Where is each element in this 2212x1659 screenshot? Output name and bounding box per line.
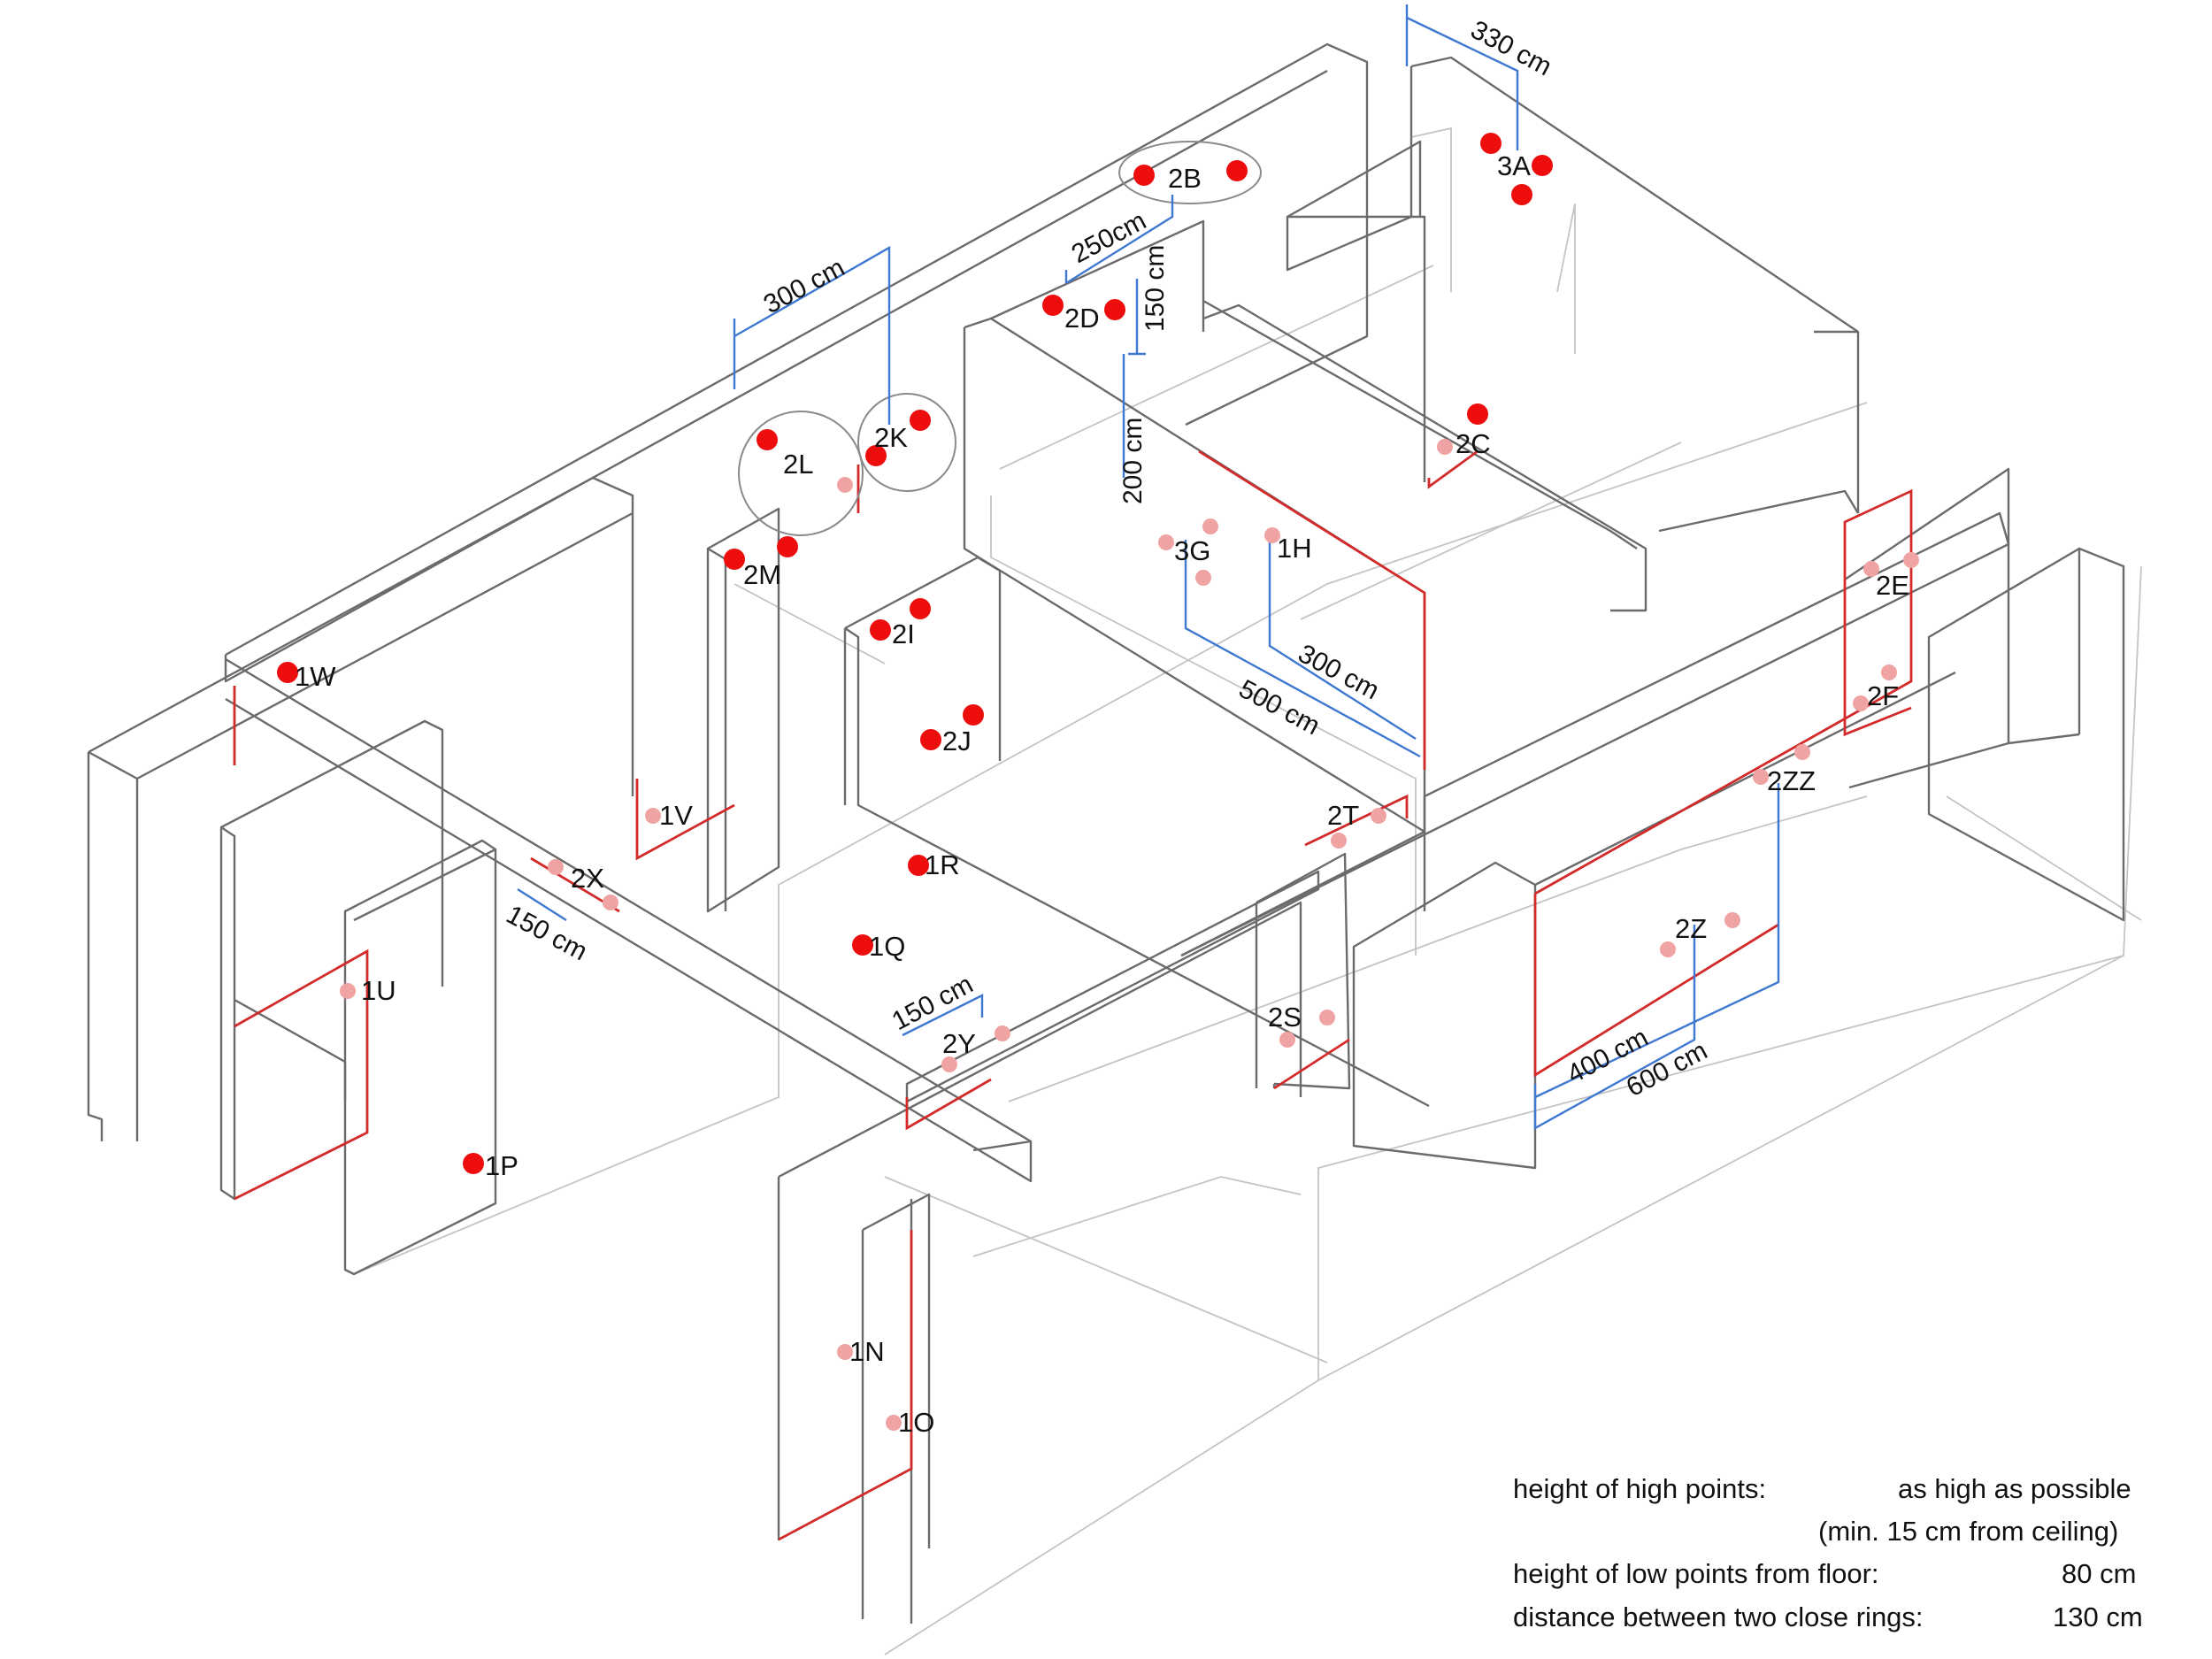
point-1Q-marker [852,934,873,956]
legend-ring-label: distance between two close rings: [1513,1601,1924,1632]
label-1W: 1W [295,661,336,692]
point-2D-marker [1042,295,1064,316]
label-1R: 1R [925,849,960,880]
point-2F-marker [1881,664,1897,680]
point-3A-marker [1532,155,1553,176]
point-3A-marker [1511,184,1532,205]
label-2C: 2C [1455,428,1491,459]
point-2S-marker [1279,1032,1295,1048]
point-2M-marker [777,536,798,557]
legend-low-label: height of low points from floor: [1513,1558,1879,1589]
point-1H-marker [1264,527,1280,543]
label-2D: 2D [1064,303,1100,334]
legend-low-value: 80 cm [2062,1558,2137,1589]
point-1O-marker [886,1415,902,1431]
label-2E: 2E [1876,570,1909,601]
hidden-lines [353,127,2142,1655]
point-2F-marker [1853,695,1869,711]
dim-150cm-center: 150 cm [887,970,978,1036]
label-1H: 1H [1277,533,1312,564]
point-2K-marker [910,410,931,431]
point-2J-marker [963,704,984,726]
point-2ZZ-marker [1794,744,1810,760]
legend-high-value: as high as possible [1898,1473,2131,1504]
label-2M: 2M [743,559,781,590]
measurement-points [277,133,1919,1431]
label-3A: 3A [1497,150,1531,181]
point-1R-marker [908,855,929,876]
point-2C-marker [1437,439,1453,455]
point-3A-marker [1480,133,1502,154]
dim-330cm: 330 cm [1466,15,1556,81]
point-2Z-marker [1724,912,1740,928]
point-2Z-marker [1660,941,1676,957]
label-3G: 3G [1174,535,1210,566]
dim-250cm: 250cm [1067,206,1151,269]
point-2I-marker [870,619,891,641]
label-1Q: 1Q [869,931,905,962]
point-3G-marker [1202,518,1218,534]
point-2B-marker [1226,160,1248,181]
label-2B: 2B [1168,163,1202,194]
point-2L-marker [757,429,778,450]
point-1W-marker [277,662,298,683]
label-1U: 1U [361,975,396,1006]
label-2F: 2F [1867,680,1899,711]
point-3G-marker [1158,534,1174,550]
label-2J: 2J [942,726,972,757]
label-1V: 1V [659,800,693,831]
point-2T-marker [1331,833,1347,849]
point-2E-marker [1903,552,1919,568]
label-2T: 2T [1327,800,1359,831]
label-2Z: 2Z [1675,913,1707,944]
point-1P-marker [463,1153,484,1174]
label-2K: 2K [874,422,908,453]
dim-150cm-vertical: 150 cm [1141,245,1170,332]
legend-high-label: height of high points: [1513,1473,1767,1504]
point-2E-marker [1863,561,1879,577]
label-2S: 2S [1268,1002,1302,1033]
point-2J-marker [920,729,941,750]
point-2C-marker [1467,403,1488,425]
label-1P: 1P [485,1150,518,1181]
label-1N: 1N [849,1336,885,1367]
dim-200cm: 200 cm [1118,418,1148,504]
point-2M-marker [724,549,745,570]
dimension-lines [517,4,1780,1131]
point-2X-marker [548,859,564,875]
point-2L-marker [837,477,853,493]
point-2ZZ-marker [1753,769,1769,785]
point-labels: 3A 2B 2D 2C 2K 2L 2M 2I 2J 1W 3G 1H 2E 2… [295,150,1909,1438]
point-2K-marker [865,445,887,466]
label-2ZZ: 2ZZ [1767,765,1816,796]
label-2X: 2X [571,863,604,894]
point-2T-marker [1371,808,1386,824]
point-1V-marker [645,808,661,824]
dim-300cm-top: 300 cm [759,253,849,319]
label-2L: 2L [783,449,813,480]
point-2Y-marker [995,1025,1010,1041]
point-1N-marker [837,1344,853,1360]
point-2S-marker [1319,1010,1335,1025]
walls [87,42,2125,1624]
point-2D-marker [1104,299,1125,320]
rings [738,141,1262,536]
point-1U-marker [340,983,356,999]
point-2Y-marker [941,1056,957,1072]
conduit-lines [233,449,1913,1541]
label-2Y: 2Y [942,1028,976,1059]
legend-ring-value: 130 cm [2053,1601,2143,1632]
point-2I-marker [910,598,931,619]
dim-500cm: 500 cm [1234,674,1325,741]
legend-high-note: (min. 15 cm from ceiling) [1818,1516,2119,1547]
point-2X-marker [603,895,618,910]
label-1O: 1O [898,1407,934,1438]
point-2B-marker [1133,165,1155,186]
label-2I: 2I [892,618,915,649]
point-3G-marker [1195,570,1211,586]
